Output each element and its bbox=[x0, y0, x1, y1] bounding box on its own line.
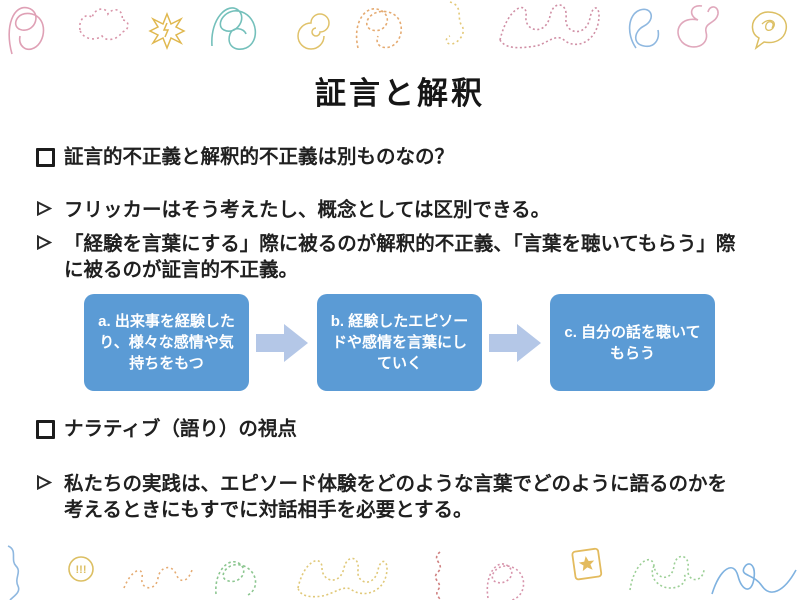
bullet-item: ナラティブ（語り）の視点 bbox=[36, 416, 778, 442]
teal-tangle-icon bbox=[211, 7, 257, 50]
red-squiggle-icon bbox=[434, 551, 442, 600]
green-dotted-tangle-icon bbox=[629, 555, 705, 591]
doodle-border-bottom: !!! bbox=[7, 545, 797, 600]
right-block-arrow-icon bbox=[489, 323, 541, 362]
bullet-text: 「経験を言葉にする」際に被るのが解釈的不正義、「言葉を聴いてもらう」際 に被るの… bbox=[64, 233, 736, 281]
bullet-text: 証言的不正義と解釈的不正義は別ものなの？ bbox=[64, 146, 455, 168]
green-tangle-icon bbox=[215, 561, 257, 597]
doodle-border-top bbox=[8, 1, 788, 55]
orange-dotted-squiggle-icon bbox=[123, 566, 193, 589]
right-block-arrow-icon bbox=[256, 323, 308, 362]
yellow-starburst-icon bbox=[148, 11, 186, 51]
blue-squiggle-icon bbox=[7, 545, 20, 600]
blue-curl-icon bbox=[628, 8, 660, 49]
yellow-speech-blob-icon bbox=[751, 11, 788, 50]
yellow-star-frame-icon bbox=[571, 547, 603, 581]
pink-tangle-icon bbox=[8, 6, 45, 55]
flow-diagram: a. 出来事を経験した り、様々な感情や気 持ちをもつ b. 経験したエピソー … bbox=[84, 294, 715, 391]
slide-title: 証言と解釈 bbox=[315, 76, 485, 111]
bullet-item: 「経験を言葉にする」際に被るのが解釈的不正義、「言葉を聴いてもらう」際 に被るの… bbox=[36, 231, 778, 283]
bullet-item: フリッカーはそう考えたし、概念としては区別できる。 bbox=[36, 197, 778, 223]
arrow-bullet-icon bbox=[37, 201, 52, 216]
square-bullet-icon bbox=[36, 148, 55, 167]
yellow-exclamation-badge-icon: !!! bbox=[68, 556, 94, 582]
bullet-item: 証言的不正義と解釈的不正義は別ものなの？ bbox=[36, 144, 778, 170]
arrow-bullet-icon bbox=[37, 475, 52, 490]
blue-wave-icon bbox=[711, 563, 797, 595]
square-bullet-icon bbox=[36, 420, 55, 439]
yellow-dotted-tangle-icon bbox=[297, 557, 388, 598]
flow-box-a: a. 出来事を経験した り、様々な感情や気 持ちをもつ bbox=[84, 294, 249, 391]
orange-tangle-icon bbox=[355, 8, 403, 49]
rose-dotted-tangle-icon bbox=[499, 4, 600, 49]
flow-box-b: b. 経験したエピソー ドや感情を言葉にし ていく bbox=[317, 294, 482, 391]
pink-dotted-cloud-icon bbox=[78, 8, 129, 41]
yellow-spiral-icon bbox=[297, 13, 330, 50]
pink-dotted-tangle-icon bbox=[486, 563, 525, 600]
flow-box-c: c. 自分の話を聴いて もらう bbox=[550, 294, 715, 391]
pink-loop-icon bbox=[677, 5, 719, 48]
bullet-item: 私たちの実践は、エピソード体験をどのような言葉でどのように語るのかを 考えるとき… bbox=[36, 471, 778, 523]
bullet-text: ナラティブ（語り）の視点 bbox=[64, 418, 297, 440]
bullet-text: 私たちの実践は、エピソード体験をどのような言葉でどのように語るのかを 考えるとき… bbox=[64, 473, 728, 521]
svg-text:!!!: !!! bbox=[76, 564, 87, 576]
arrow-bullet-icon bbox=[37, 235, 52, 250]
bullet-text: フリッカーはそう考えたし、概念としては区別できる。 bbox=[64, 199, 551, 221]
yellow-dotted-hook-icon bbox=[445, 1, 465, 45]
